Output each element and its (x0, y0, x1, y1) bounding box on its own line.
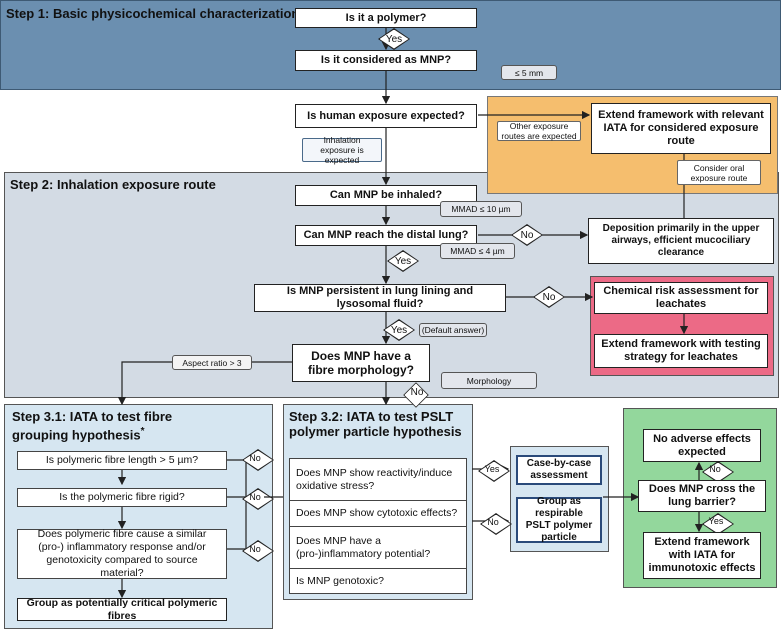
fibre-question-rigid: Is the polymeric fibre rigid? (17, 488, 227, 507)
note-other-routes: Other exposure routes are expected (497, 121, 581, 141)
yes-label: Yes (390, 324, 408, 336)
no-label: No (542, 291, 556, 303)
extend-exposure-route: Extend framework with relevant IATA for … (591, 103, 771, 154)
note-oral-route: Consider oral exposure route (677, 160, 761, 185)
no-label: No (249, 544, 261, 554)
yes-diamond-pslt: Yes (478, 460, 506, 478)
step2-title: Step 2: Inhalation exposure route (10, 177, 216, 192)
note-mmad-10: MMAD ≤ 10 µm (440, 201, 522, 217)
step31-title: Step 3.1: IATA to test fibre grouping hy… (12, 409, 232, 442)
yes-diamond-polymer: Yes (378, 28, 410, 50)
question-lung-barrier: Does MNP cross the lung barrier? (638, 480, 766, 512)
yes-label: Yes (484, 464, 500, 474)
no-label: No (487, 517, 499, 527)
no-diamond-fibre: No (405, 384, 429, 400)
no-diamond-fibre-inflammatory: No (242, 540, 268, 558)
question-persistent: Is MNP persistent in lung lining and lys… (254, 284, 506, 312)
pslt-question-genotoxic: Is MNP genotoxic? (290, 569, 466, 593)
step32-title: Step 3.2: IATA to test PSLT polymer part… (289, 409, 462, 439)
yes-label: Yes (708, 516, 724, 526)
pslt-question-list: Does MNP show reactivity/induce oxidativ… (289, 458, 467, 594)
note-mmad-4: MMAD ≤ 4 µm (440, 243, 515, 259)
deposition-box: Deposition primarily in the upper airway… (588, 218, 774, 264)
yes-diamond-distal: Yes (387, 250, 419, 272)
no-label: No (709, 464, 721, 474)
yes-label: Yes (394, 255, 412, 267)
no-diamond-persistent: No (533, 286, 565, 308)
chemical-risk-assessment: Chemical risk assessment for leachates (594, 282, 768, 314)
question-mnp: Is it considered as MNP? (295, 50, 477, 71)
yes-diamond-persistent: Yes (383, 319, 415, 341)
no-label: No (410, 386, 424, 398)
no-diamond-lung-barrier: No (702, 461, 728, 477)
step31-band (4, 404, 273, 629)
question-inhaled: Can MNP be inhaled? (295, 185, 477, 206)
fibre-question-length: Is polymeric fibre length > 5 µm? (17, 451, 227, 470)
fibre-question-inflammatory: Does polymeric fibre cause a similar (pr… (17, 528, 227, 579)
no-diamond-distal: No (511, 224, 543, 246)
case-by-case-assessment: Case-by-case assessment (516, 455, 602, 485)
pslt-question-cytotoxic: Does MNP show cytotoxic effects? (290, 501, 466, 527)
step31-title-mark: * (140, 426, 145, 437)
yes-label: Yes (385, 33, 403, 45)
fibre-result: Group as potentially critical polymeric … (17, 597, 227, 622)
step1-title: Step 1: Basic physicochemical characteri… (6, 6, 300, 21)
question-fibre-morphology: Does MNP have a fibre morphology? (292, 344, 430, 382)
no-adverse-effects: No adverse effects expected (643, 429, 761, 462)
question-distal-lung: Can MNP reach the distal lung? (295, 225, 477, 246)
no-label: No (249, 453, 261, 463)
pslt-question-oxidative: Does MNP show reactivity/induce oxidativ… (290, 459, 466, 501)
note-morphology: Morphology (441, 372, 537, 389)
note-default-answer: (Default answer) (419, 323, 487, 337)
question-human-exposure: Is human exposure expected? (295, 104, 477, 128)
group-pslt-particle: Group as respirable PSLT polymer particl… (516, 496, 602, 543)
note-aspect-ratio: Aspect ratio > 3 (172, 355, 252, 370)
extend-immunotoxic: Extend framework with IATA for immunotox… (643, 532, 761, 579)
no-diamond-fibre-length: No (242, 449, 268, 467)
no-diamond-pslt: No (480, 513, 506, 531)
note-size-limit: ≤ 5 mm (501, 65, 557, 80)
yes-diamond-lung-barrier: Yes (702, 513, 730, 529)
no-diamond-fibre-rigid: No (242, 488, 268, 506)
pslt-question-inflammatory: Does MNP have a (pro-)inflammatory poten… (290, 527, 466, 569)
step31-title-text: Step 3.1: IATA to test fibre grouping hy… (12, 409, 173, 443)
note-inhalation-expected: Inhalation exposure is expected (302, 135, 382, 165)
no-label: No (520, 229, 534, 241)
extend-leachates: Extend framework with testing strategy f… (594, 334, 768, 368)
no-label: No (249, 492, 261, 502)
